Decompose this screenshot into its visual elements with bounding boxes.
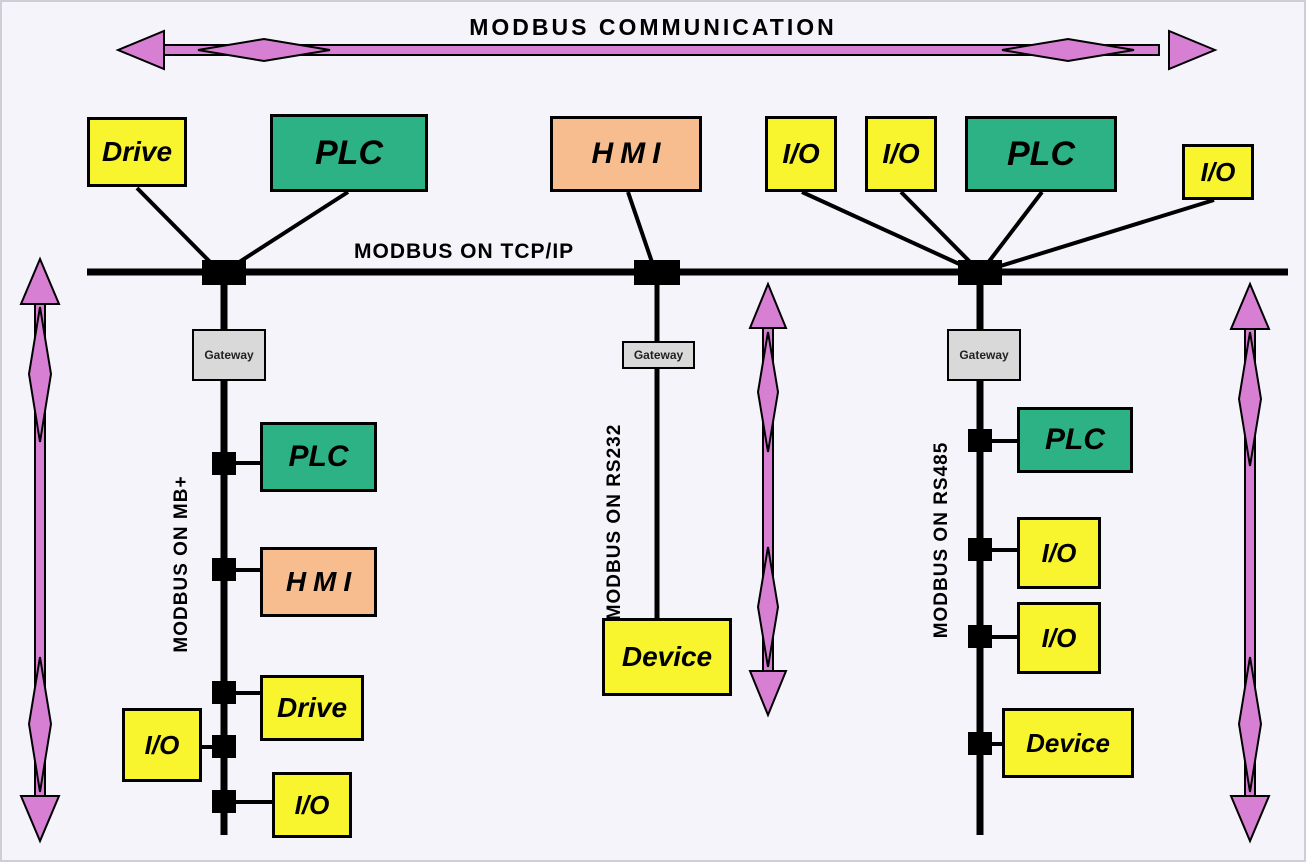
tap-connector <box>968 732 992 755</box>
tcpip-bus-label: MODBUS ON TCP/IP <box>354 240 575 263</box>
segment-label-rs232: MODBUS ON RS232 <box>604 423 625 621</box>
top-device-drop-lines <box>135 186 1215 270</box>
device-top-drive: Drive <box>87 117 187 187</box>
device-top-hmi: HMI <box>550 116 702 192</box>
modbus-communication-arrow <box>115 29 1218 71</box>
segment-label-rs485: MODBUS ON RS485 <box>931 441 952 639</box>
device-left-io-2: I/O <box>272 772 352 838</box>
device-top-io-3: I/O <box>1182 144 1254 200</box>
device-left-plc: PLC <box>260 422 377 492</box>
tap-connector <box>212 681 236 704</box>
tap-connector <box>212 558 236 581</box>
device-top-io-2: I/O <box>865 116 937 192</box>
device-left-io-1: I/O <box>122 708 202 782</box>
bus-connector-left <box>202 260 246 285</box>
device-right-plc: PLC <box>1017 407 1133 473</box>
gateway-middle: Gateway <box>622 341 695 369</box>
segment-label-mbplus: MODBUS ON MB+ <box>171 475 192 653</box>
tap-connector <box>212 735 236 758</box>
left-vertical-arrow <box>19 256 61 844</box>
bus-connector-right <box>958 260 1002 285</box>
gateway-right: Gateway <box>947 329 1021 381</box>
device-top-io-1: I/O <box>765 116 837 192</box>
device-right-io-1: I/O <box>1017 517 1101 589</box>
gateway-left: Gateway <box>192 329 266 381</box>
diagram-title: MODBUS COMMUNICATION <box>469 14 837 40</box>
device-right-io-2: I/O <box>1017 602 1101 674</box>
device-top-plc-1: PLC <box>270 114 428 192</box>
right-vertical-arrow <box>1229 281 1271 844</box>
tap-connector <box>968 538 992 561</box>
device-left-drive: Drive <box>260 675 364 741</box>
device-left-hmi: HMI <box>260 547 377 617</box>
tap-connector <box>968 429 992 452</box>
bus-connector-middle <box>634 260 680 285</box>
device-middle-device: Device <box>602 618 732 696</box>
device-top-plc-2: PLC <box>965 116 1117 192</box>
tap-connector <box>212 790 236 813</box>
bus-connectors <box>202 260 1002 813</box>
device-right-device: Device <box>1002 708 1134 778</box>
tap-connector <box>212 452 236 475</box>
middle-vertical-arrow <box>748 281 788 718</box>
tap-connector <box>968 625 992 648</box>
